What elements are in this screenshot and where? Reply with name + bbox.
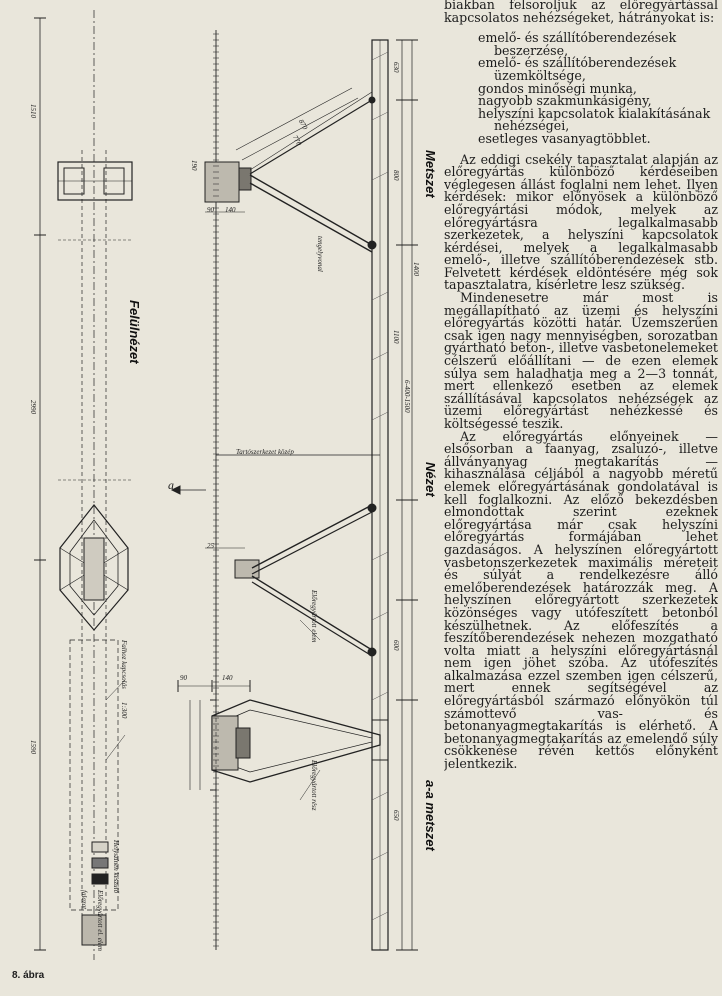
- section-view: [170, 30, 418, 951]
- list-item: esetleges vasanyagtöbblet.: [478, 130, 651, 146]
- text-column: biakban felsoroljuk az előregyártással k…: [444, 0, 718, 995]
- note-tengely: tengelyvonal: [316, 236, 324, 272]
- section-arrow-a: a: [168, 478, 174, 492]
- paragraph-2: Mindenesetre már most is megállapítható …: [444, 290, 718, 431]
- dim-140-aa: 140: [222, 674, 233, 682]
- list-item: gondos minőségi munka,: [478, 80, 637, 96]
- technical-drawing: Felülnézet Metszet Nézet a-a metszet 151…: [12, 10, 438, 981]
- dim-2990: 2990: [29, 400, 37, 414]
- intro-paragraph: biakban felsoroljuk az előregyártással k…: [444, 0, 718, 25]
- aa-section-view: [177, 680, 389, 801]
- paragraph-3: Az előregyártás előnyeinek — elsősorban …: [444, 428, 718, 772]
- drawing-svg: [34, 10, 418, 960]
- legend-2: Előregyártott el. elem: [96, 890, 104, 951]
- dim-650: 650: [392, 810, 400, 821]
- dim-90-aa: 90: [180, 674, 187, 682]
- figure-caption: 8. ábra: [12, 970, 45, 981]
- dim-800: 800: [392, 170, 400, 181]
- list-item: emelő- és szállítóberendezések üzemkölts…: [478, 55, 677, 83]
- note-falhoz: Falhoz kapcsolás: [120, 640, 128, 689]
- legend-1: Helyszínen készülő: [112, 840, 120, 894]
- dim-1590: 1590: [29, 740, 37, 754]
- legend: [91, 841, 109, 885]
- section-title: Metszet: [423, 150, 438, 198]
- dim-1100: 1100: [392, 330, 400, 344]
- member-hatching: [371, 51, 389, 921]
- dim-140-top: 140: [225, 206, 236, 214]
- list-item: helyszíni kapcsolatok kialakításának neh…: [478, 105, 711, 134]
- top-view-title: Felülnézet: [127, 300, 142, 364]
- note-elorep: Előregyártott elem: [310, 590, 318, 643]
- dim-1510: 1510: [29, 104, 37, 118]
- dim-190: 190: [190, 160, 198, 171]
- dim-1400: 1400: [412, 262, 420, 276]
- elevation-title: Nézet: [423, 462, 438, 497]
- ruler-ticks: [213, 33, 219, 947]
- top-view: [34, 10, 133, 960]
- paragraph-1: Az eddigi csekély tapasztalat alapján az…: [444, 151, 718, 293]
- dim-630: 630: [392, 62, 400, 73]
- list-item: nagyobb szakmunkásigény,: [478, 93, 652, 109]
- note-elorep2: Előregyártott rész: [310, 760, 318, 811]
- list-item: emelő- és szállítóberendezések beszerzés…: [478, 30, 677, 58]
- aa-section-title: a-a metszet: [423, 780, 438, 851]
- drawbacks-list: emelő- és szállítóberendezések beszerzés…: [478, 30, 718, 146]
- dim-range: 6-400-1500: [403, 380, 411, 413]
- dim-scale: 1:300: [120, 702, 128, 719]
- axis-note: Tartószerkezet közép: [236, 448, 294, 456]
- dim-90-top: 90: [207, 206, 214, 214]
- legend-3: falazat: [80, 890, 88, 910]
- dim-25: 25: [207, 542, 214, 550]
- dim-600: 600: [392, 640, 400, 651]
